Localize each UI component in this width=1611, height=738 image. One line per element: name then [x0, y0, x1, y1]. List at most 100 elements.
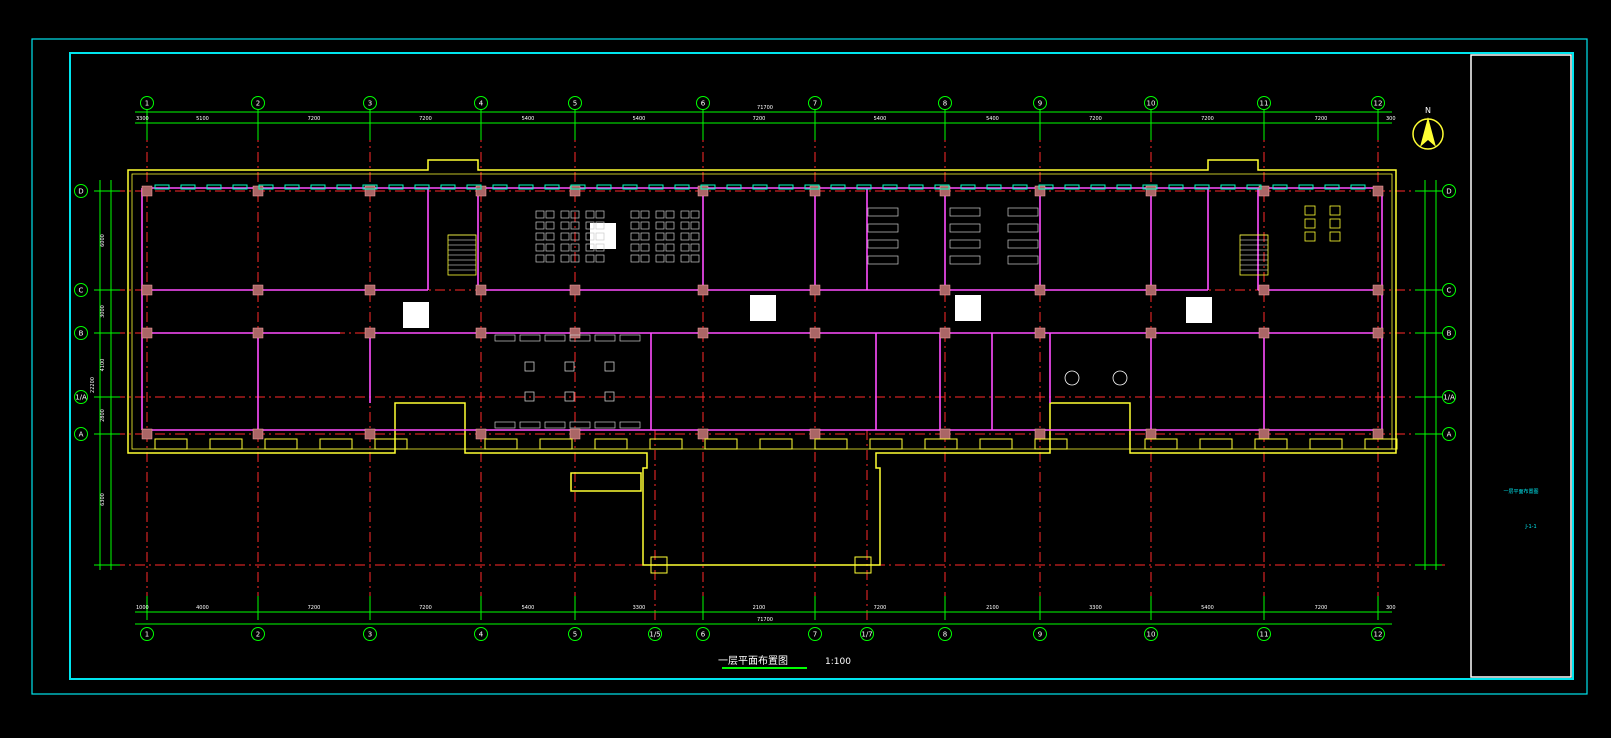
axis-bubble-right [1442, 326, 1456, 340]
seat [595, 210, 605, 219]
window [622, 184, 638, 190]
seat [655, 221, 665, 230]
window [908, 184, 924, 190]
axis-bubble-sub [648, 627, 662, 641]
window [1194, 184, 1210, 190]
axis-bubble-top-label: 4 [479, 100, 484, 108]
desk [949, 223, 981, 233]
axis-bubble-top [568, 96, 582, 110]
axis-bubble-left-label: B [79, 330, 84, 338]
axis-bubble-left-label: C [79, 287, 84, 295]
seat [640, 232, 650, 241]
structural-column [1145, 185, 1157, 197]
window-sill [1199, 438, 1233, 450]
round-table [1112, 370, 1128, 386]
axis-bubble-top-label: 8 [943, 100, 947, 108]
structural-column [1372, 284, 1384, 296]
window [466, 184, 482, 190]
seat [655, 232, 665, 241]
axis-bubble-bottom [363, 627, 377, 641]
window-sill [649, 438, 683, 450]
structural-column [252, 327, 264, 339]
seat [630, 210, 640, 219]
window-sill [209, 438, 243, 450]
window [154, 184, 170, 190]
bench [519, 421, 541, 429]
toilet-stall [1304, 205, 1316, 216]
structural-column [569, 327, 581, 339]
table [524, 361, 535, 372]
structural-column [141, 185, 153, 197]
dim-label: 5400 [633, 116, 646, 122]
axis-bubble-sub-label: 1/7 [861, 631, 872, 639]
structural-column [939, 428, 951, 440]
axis-bubble-top-label: 9 [1038, 100, 1042, 108]
dim-label: 7200 [1315, 116, 1328, 122]
table [564, 361, 575, 372]
window-sill [154, 438, 188, 450]
window [1246, 184, 1262, 190]
window [336, 184, 352, 190]
dim-label: 3300 [1089, 605, 1102, 611]
structural-column [364, 185, 376, 197]
seat [545, 210, 555, 219]
toilet-stall [1329, 231, 1341, 242]
bench [519, 334, 541, 342]
seat [680, 210, 690, 219]
seat [535, 221, 545, 230]
window [830, 184, 846, 190]
structural-column [1145, 284, 1157, 296]
window [518, 184, 534, 190]
axis-bubble-bottom-label: 7 [813, 631, 817, 639]
window-sill [1364, 438, 1398, 450]
window-sill [924, 438, 958, 450]
bench [594, 334, 616, 342]
structural-column [1258, 428, 1270, 440]
window [414, 184, 430, 190]
desk [1007, 255, 1039, 265]
seat [545, 221, 555, 230]
dim-label: 7200 [308, 116, 321, 122]
dim-label: 3300 [633, 605, 646, 611]
seat [690, 254, 700, 263]
axis-bubble-right [1442, 390, 1456, 404]
window [440, 184, 456, 190]
window [180, 184, 196, 190]
structural-column [697, 428, 709, 440]
dim-label-left: 3000 [100, 305, 106, 318]
structural-column [697, 185, 709, 197]
seat [535, 243, 545, 252]
seat [640, 221, 650, 230]
window [1324, 184, 1340, 190]
desk [949, 239, 981, 249]
structural-column [364, 428, 376, 440]
axis-bubble-top [474, 96, 488, 110]
window [492, 184, 508, 190]
window [1220, 184, 1236, 190]
axis-bubble-bottom-label: 10 [1147, 631, 1156, 639]
structural-column [1034, 428, 1046, 440]
toilet-stall [1304, 231, 1316, 242]
seat [680, 243, 690, 252]
seat [690, 232, 700, 241]
dim-total-left: 22200 [90, 377, 96, 393]
window [1272, 184, 1288, 190]
seat [570, 243, 580, 252]
seat [535, 210, 545, 219]
axis-bubble-bottom-label: 2 [256, 631, 260, 639]
window [1116, 184, 1132, 190]
structural-column [1034, 284, 1046, 296]
window [1090, 184, 1106, 190]
structural-column [1258, 185, 1270, 197]
window [284, 184, 300, 190]
axis-bubble-bottom [808, 627, 822, 641]
desk [867, 207, 899, 217]
structural-column [252, 284, 264, 296]
axis-bubble-top-label: 11 [1260, 100, 1269, 108]
axis-bubble-top [1257, 96, 1271, 110]
axis-bubble-right-label: D [1446, 188, 1451, 196]
bench [544, 334, 566, 342]
axis-bubble-bottom [251, 627, 265, 641]
